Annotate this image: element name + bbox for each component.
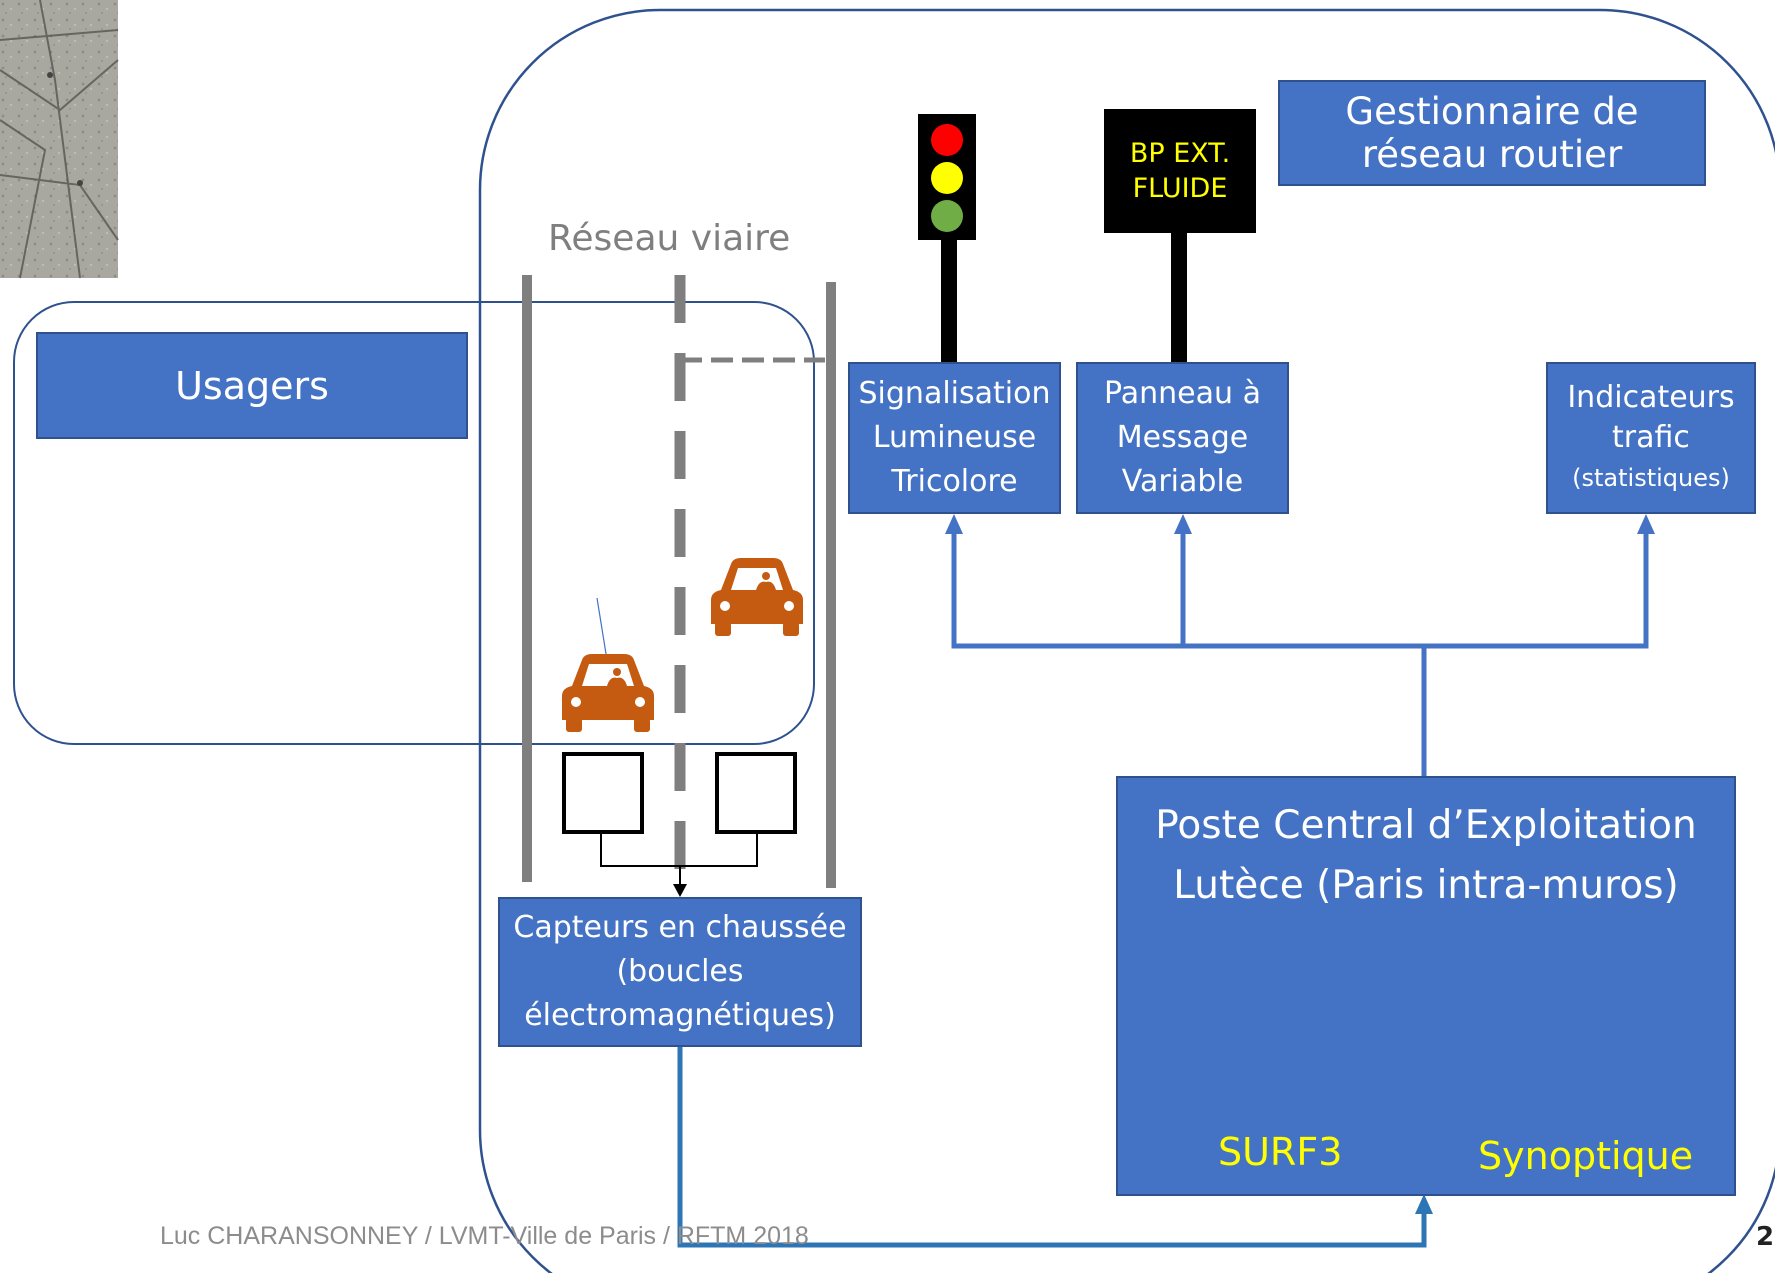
pce-line2: Lutèce (Paris intra-muros) <box>1173 863 1679 908</box>
indicateurs-box: Indicateurs trafic (statistiques) <box>1546 362 1756 514</box>
capteurs-box: Capteurs en chaussée (boucles électromag… <box>498 897 862 1047</box>
page-number: 2 <box>1756 1222 1775 1252</box>
gestionnaire-line2: réseau routier <box>1361 133 1623 176</box>
slt-box: Signalisation Lumineuse Tricolore <box>848 362 1061 514</box>
slt-line1: Signalisation <box>858 376 1051 411</box>
indicateurs-line2: trafic <box>1612 420 1690 455</box>
slt-line3: Tricolore <box>891 464 1018 499</box>
usagers-label: Usagers <box>175 363 329 408</box>
asphalt-photo <box>0 0 119 279</box>
loop-sensor-icon <box>562 752 797 897</box>
gestionnaire-domain-outline <box>478 8 1775 1273</box>
usagers-box: Usagers <box>36 332 468 439</box>
synoptique-label: Synoptique <box>1478 1134 1694 1178</box>
surf3-label: SURF3 <box>1218 1130 1343 1174</box>
vms-sign-line2: FLUIDE <box>1132 173 1228 204</box>
capteurs-line1: Capteurs en chaussée <box>513 910 847 945</box>
pmv-box: Panneau à Message Variable <box>1076 362 1289 514</box>
car-icon <box>711 558 803 636</box>
footer-text: Luc CHARANSONNEY / LVMT-Ville de Paris /… <box>160 1222 809 1250</box>
capteurs-line2: (boucles <box>616 954 744 989</box>
road <box>522 275 836 900</box>
car-icon <box>562 654 654 732</box>
slt-line2: Lumineuse <box>872 420 1037 455</box>
vms-sign-message: BP EXT. FLUIDE <box>1104 136 1256 206</box>
gestionnaire-box: Gestionnaire de réseau routier <box>1278 80 1706 186</box>
antenna-line <box>596 597 608 661</box>
sensor-to-pce-connector <box>677 1045 1433 1248</box>
indicateurs-line3: (statistiques) <box>1572 464 1730 492</box>
pce-line1: Poste Central d’Exploitation <box>1155 803 1697 848</box>
usagers-domain-outline <box>13 301 815 745</box>
pmv-line3: Variable <box>1121 464 1244 499</box>
pmv-line1: Panneau à <box>1104 376 1261 411</box>
gestionnaire-line1: Gestionnaire de <box>1345 90 1639 133</box>
vms-sign-icon <box>1104 109 1256 362</box>
network-label: Réseau viaire <box>548 218 791 259</box>
connectors <box>951 534 1649 778</box>
traffic-light-icon <box>918 114 976 362</box>
arrowheads <box>945 514 1655 534</box>
pce-box: Poste Central d’Exploitation Lutèce (Par… <box>1116 776 1736 1196</box>
indicateurs-line1: Indicateurs <box>1567 380 1735 415</box>
capteurs-line3: électromagnétiques) <box>524 998 836 1033</box>
pmv-line2: Message <box>1116 420 1249 455</box>
vms-sign-line1: BP EXT. <box>1129 138 1231 169</box>
